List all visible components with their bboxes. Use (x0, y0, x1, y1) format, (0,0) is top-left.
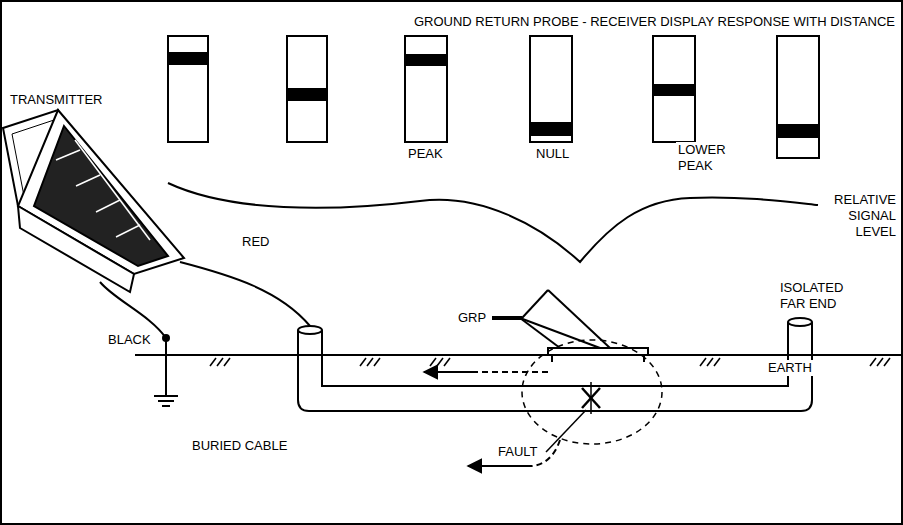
response-label: NULL (534, 146, 571, 162)
ground-line (135, 354, 902, 356)
fault-label: FAULT (496, 444, 540, 460)
transmitter-case (3, 110, 184, 292)
soil-label: EARTH (766, 360, 814, 376)
probe-label: GRP (456, 310, 488, 326)
wire-label: RED (240, 234, 271, 250)
signal-curve (168, 183, 818, 262)
response-label: PEAK (406, 146, 445, 162)
transmitter-controls (56, 140, 150, 240)
display-bars (168, 36, 819, 158)
red-lead (180, 262, 310, 326)
device-label: TRANSMITTER (8, 92, 104, 108)
fault-mark (582, 382, 600, 414)
fault-leader (546, 410, 586, 452)
return-current (424, 340, 662, 466)
response-label: LOWER PEAK (676, 142, 740, 174)
diagram-title: GROUND RETURN PROBE - RECEIVER DISPLAY R… (290, 14, 895, 30)
cable-label: BURIED CABLE (190, 438, 289, 454)
ground-rod (154, 335, 178, 406)
cable-end-label: ISOLATED FAR END (778, 280, 862, 312)
ground-return-probe (492, 290, 648, 362)
axis-label: RELATIVE SIGNAL LEVEL (822, 192, 898, 240)
black-lead (100, 282, 166, 338)
wire-label: BLACK (106, 332, 153, 348)
buried-cable (298, 318, 812, 411)
display-bands (168, 52, 819, 138)
